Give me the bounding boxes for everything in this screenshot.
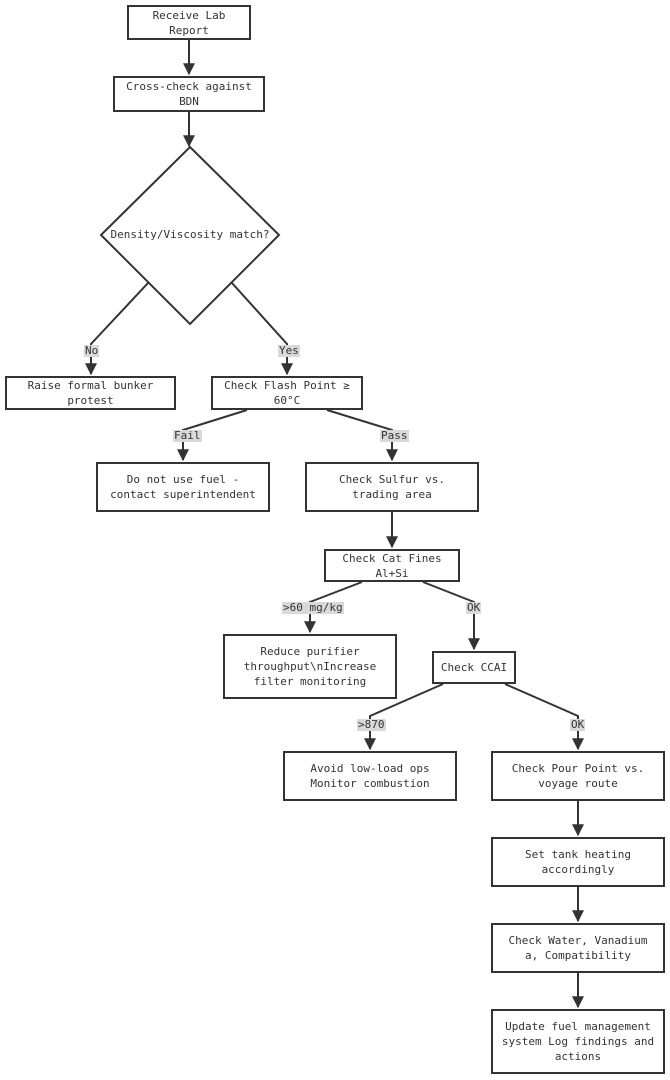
edge-ccai-pourpoint [504,683,584,751]
node-check-cat-fines: Check Cat Fines Al+Si [324,549,460,582]
node-avoid-low-load-ops: Avoid low-load ops Monitor combustion [283,751,457,801]
edge-label-cat-fines-ok: OK [466,601,482,614]
node-density-viscosity-decision: Density/Viscosity match? [110,228,270,241]
edge-label-pass: Pass [380,429,409,442]
node-check-sulfur: Check Sulfur vs. trading area [305,462,479,512]
edge-label-ccai-high: >870 [357,718,386,731]
node-check-flash-point: Check Flash Point ≥ 60°C [211,376,363,410]
node-reduce-purifier-throughput: Reduce purifier throughput\nIncrease fil… [223,634,397,699]
node-do-not-use-fuel: Do not use fuel - contact superintendent [96,462,270,512]
edge-decision-flash [231,282,293,376]
node-check-water-vanadium: Check Water, Vanadium a, Compatibility [491,923,665,973]
edge-label-cat-fines-high: >60 mg/kg [282,601,344,614]
edge-ccai-lowload [364,683,444,751]
node-check-ccai: Check CCAI [432,651,516,684]
node-cross-check-bdn: Cross-check against BDN [113,76,265,112]
node-update-fuel-management: Update fuel management system Log findin… [491,1009,665,1074]
decision-diamond-shape [99,145,281,326]
edge-label-ccai-ok: OK [570,718,586,731]
node-check-pour-point: Check Pour Point vs. voyage route [491,751,665,801]
node-raise-bunker-protest: Raise formal bunker protest [5,376,176,410]
node-set-tank-heating: Set tank heating accordingly [491,837,665,887]
edge-catfines-ccai [422,581,480,651]
edge-label-yes: Yes [278,344,300,357]
node-receive-lab-report: Receive Lab Report [127,5,251,40]
edge-label-fail: Fail [173,429,202,442]
edge-decision-protest [85,282,149,376]
edge-label-no: No [84,344,100,357]
